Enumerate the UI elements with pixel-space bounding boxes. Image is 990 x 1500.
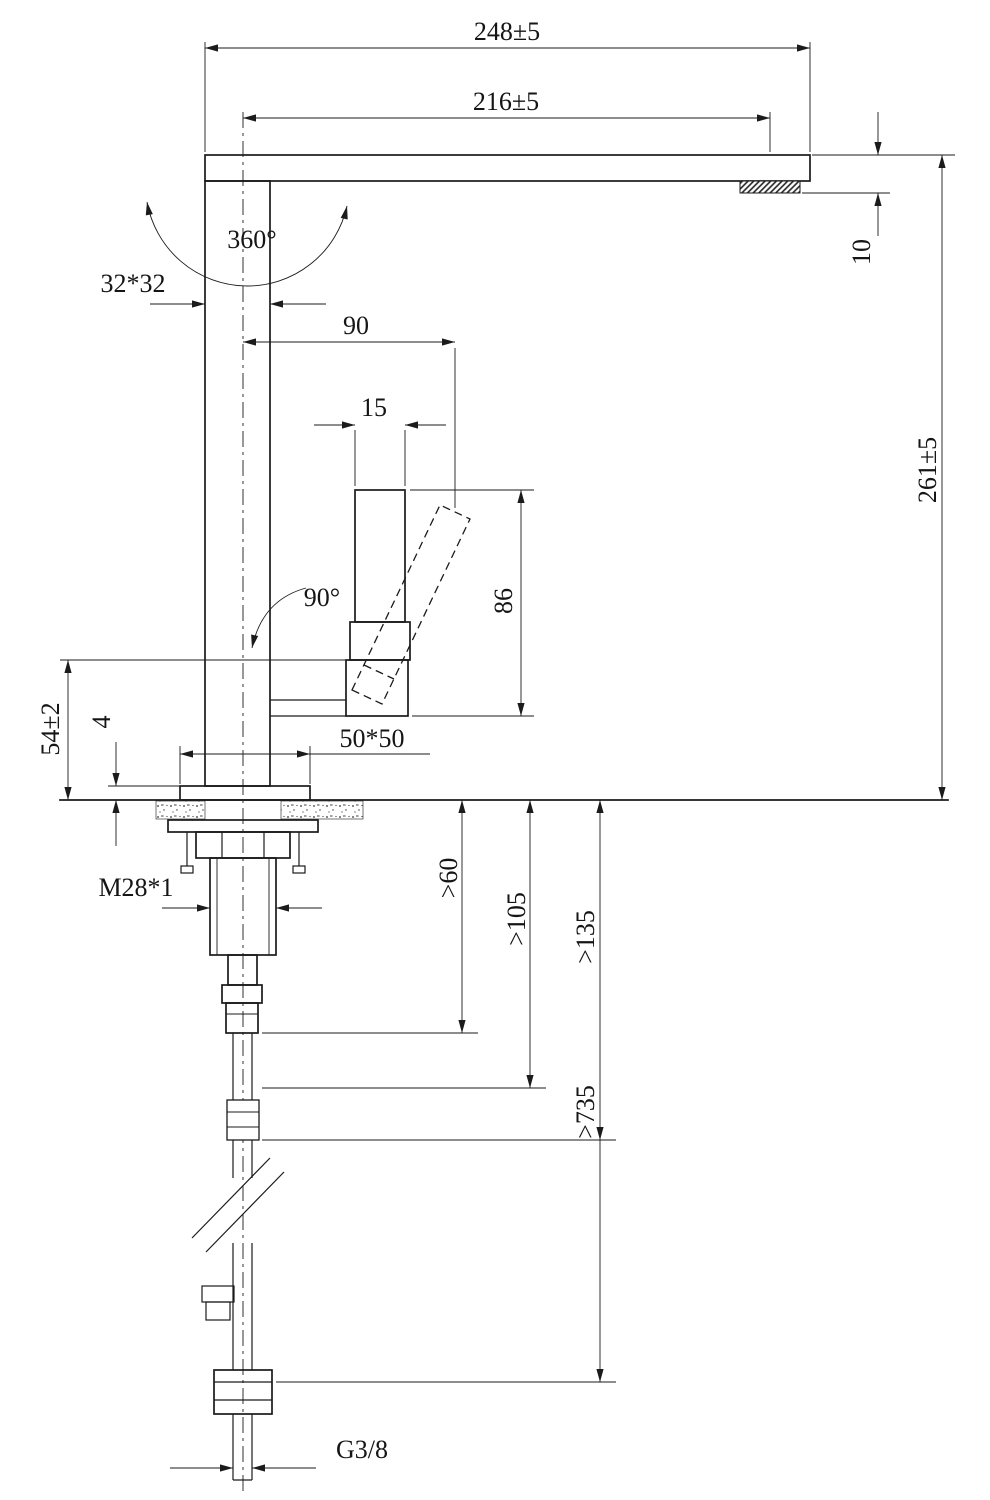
dim-total-reach: 248±5 bbox=[204, 17, 811, 152]
clearance-60-label: >60 bbox=[434, 858, 463, 899]
dim-clearance-135: >135 bbox=[262, 800, 616, 1141]
dim-supply-thread: G3/8 bbox=[170, 1435, 388, 1472]
dim-clearance-105: >105 bbox=[262, 800, 546, 1089]
aerator bbox=[739, 180, 801, 194]
clearance-135-label: >135 bbox=[571, 910, 600, 964]
dim-deck-height: 54±2 bbox=[36, 659, 346, 800]
hose-length-label: >735 bbox=[571, 1085, 600, 1139]
swivel-angle-label: 360° bbox=[227, 225, 276, 254]
mounting-hardware bbox=[167, 819, 319, 874]
base-section-label: 50*50 bbox=[340, 724, 405, 753]
dim-clearance-60: >60 bbox=[262, 800, 478, 1034]
dim-handle-offset: 90 bbox=[243, 311, 456, 508]
handle-rotation-arc: 90° bbox=[251, 583, 340, 649]
dim-handle-length: 86 bbox=[410, 489, 534, 717]
handle-offset-label: 90 bbox=[343, 311, 369, 340]
supply-thread-label: G3/8 bbox=[336, 1435, 388, 1464]
dim-spout-reach: 216±5 bbox=[243, 87, 771, 152]
dim-base-plate-thickness: 4 bbox=[87, 716, 180, 846]
overall-height-label: 261±5 bbox=[913, 437, 942, 503]
faucet-body bbox=[179, 180, 346, 801]
base-flange bbox=[179, 785, 311, 801]
dim-base-section: 50*50 bbox=[179, 724, 430, 784]
handle-rotated-phantom bbox=[351, 504, 471, 705]
counter-section-right bbox=[280, 800, 364, 820]
dim-handle-width: 15 bbox=[314, 393, 446, 486]
base-plate-thickness-label: 4 bbox=[87, 716, 116, 729]
handle-length-label: 86 bbox=[489, 588, 518, 614]
spout bbox=[204, 154, 811, 194]
dim-overall-height: 261±5 bbox=[913, 155, 946, 800]
total-reach-label: 248±5 bbox=[474, 17, 540, 46]
g38-connection-nut bbox=[213, 1369, 273, 1415]
body-section-label: 32*32 bbox=[101, 269, 166, 298]
supply-hose-assembly bbox=[201, 954, 273, 1481]
dim-mounting-thread: M28*1 bbox=[98, 873, 322, 912]
clearance-105-label: >105 bbox=[502, 892, 531, 946]
counter-section-left bbox=[155, 800, 206, 820]
handle-swing-label: 90° bbox=[304, 583, 340, 612]
side-fitting bbox=[201, 1285, 235, 1303]
spout-reach-label: 216±5 bbox=[473, 87, 539, 116]
countertop bbox=[59, 799, 949, 820]
hose-crimp-sleeve bbox=[226, 1099, 260, 1141]
mounting-thread-label: M28*1 bbox=[98, 873, 173, 902]
dim-spout-thickness: 10 bbox=[802, 112, 955, 265]
spout-thickness-label: 10 bbox=[847, 239, 876, 265]
deck-height-label: 54±2 bbox=[36, 702, 65, 755]
handle-upright bbox=[345, 489, 411, 717]
dim-hose-length: >735 bbox=[276, 1085, 616, 1383]
handle-width-label: 15 bbox=[361, 393, 387, 422]
dim-body-section: 32*32 bbox=[101, 269, 326, 308]
swivel-arc: 360° bbox=[145, 201, 348, 287]
break-lines bbox=[191, 1157, 285, 1253]
